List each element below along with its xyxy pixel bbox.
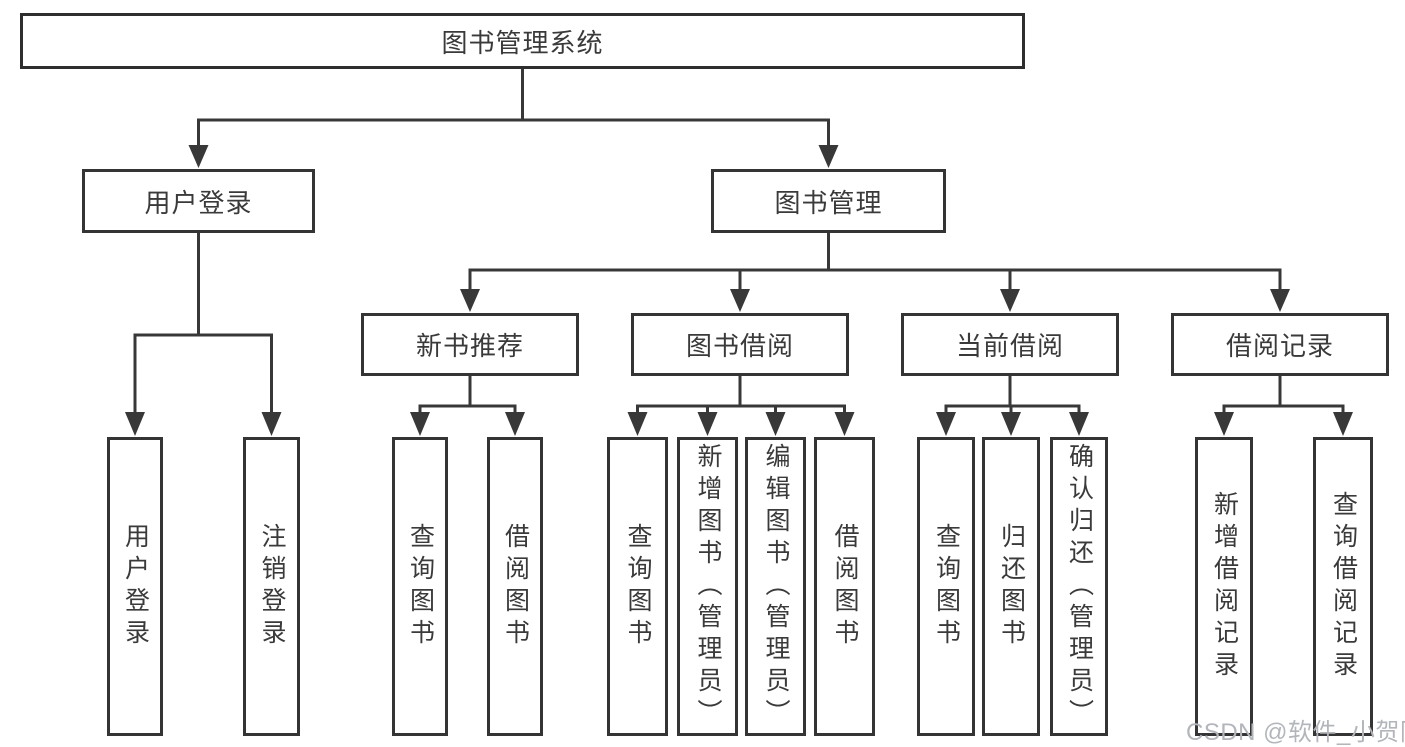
leaf-query-borrow-record: 查询借阅记录 bbox=[1313, 437, 1373, 736]
node-borrow-record: 借阅记录 bbox=[1171, 313, 1389, 376]
leaf-return-books: 归还图书 bbox=[982, 437, 1040, 736]
leaf-query-books-current-label: 查询图书 bbox=[932, 522, 961, 651]
csdn-watermark: CSDN @软件_小贺同学 bbox=[1186, 719, 1405, 746]
node-current-borrow-label: 当前借阅 bbox=[955, 331, 1064, 361]
leaf-borrow-books-recommend: 借阅图书 bbox=[487, 437, 543, 736]
leaf-return-books-label: 归还图书 bbox=[997, 522, 1026, 651]
node-book-management: 图书管理 bbox=[711, 169, 946, 233]
node-borrow-record-label: 借阅记录 bbox=[1225, 331, 1334, 361]
node-book-borrow-label: 图书借阅 bbox=[685, 331, 794, 361]
node-book-management-label: 图书管理 bbox=[774, 187, 883, 218]
node-user-login-label: 用户登录 bbox=[144, 187, 253, 218]
leaf-query-books-borrow: 查询图书 bbox=[607, 437, 668, 736]
node-user-login: 用户登录 bbox=[82, 169, 315, 233]
leaf-query-books-current: 查询图书 bbox=[917, 437, 975, 736]
leaf-query-books-recommend: 查询图书 bbox=[392, 437, 448, 736]
node-book-borrow: 图书借阅 bbox=[631, 313, 849, 376]
leaf-edit-books-admin-label: 编辑图书（管理员） bbox=[762, 442, 790, 731]
node-current-borrow: 当前借阅 bbox=[901, 313, 1119, 376]
leaf-query-books-borrow-label: 查询图书 bbox=[624, 522, 652, 651]
leaf-query-borrow-record-label: 查询借阅记录 bbox=[1329, 490, 1358, 683]
node-root-library-system: 图书管理系统 bbox=[20, 13, 1025, 69]
leaf-add-books-admin: 新增图书（管理员） bbox=[677, 437, 738, 736]
leaf-user-login-label: 用户登录 bbox=[121, 522, 150, 651]
leaf-borrow-books: 借阅图书 bbox=[814, 437, 875, 736]
leaf-add-borrow-record: 新增借阅记录 bbox=[1195, 437, 1253, 736]
leaf-user-login: 用户登录 bbox=[107, 437, 163, 736]
node-new-book-recommend-label: 新书推荐 bbox=[415, 331, 524, 361]
leaf-edit-books-admin: 编辑图书（管理员） bbox=[745, 437, 806, 736]
leaf-borrow-books-recommend-label: 借阅图书 bbox=[501, 522, 530, 651]
node-root-label: 图书管理系统 bbox=[441, 27, 604, 58]
leaf-logout-label: 注销登录 bbox=[258, 522, 286, 651]
leaf-confirm-return-admin-label: 确认归还（管理员） bbox=[1065, 442, 1094, 731]
leaf-borrow-books-label: 借阅图书 bbox=[831, 522, 859, 651]
leaf-add-books-admin-label: 新增图书（管理员） bbox=[694, 442, 722, 731]
leaf-query-books-recommend-label: 查询图书 bbox=[406, 522, 435, 651]
leaf-logout: 注销登录 bbox=[243, 437, 300, 736]
leaf-add-borrow-record-label: 新增借阅记录 bbox=[1210, 490, 1239, 683]
leaf-confirm-return-admin: 确认归还（管理员） bbox=[1050, 437, 1108, 736]
node-new-book-recommend: 新书推荐 bbox=[361, 313, 579, 376]
